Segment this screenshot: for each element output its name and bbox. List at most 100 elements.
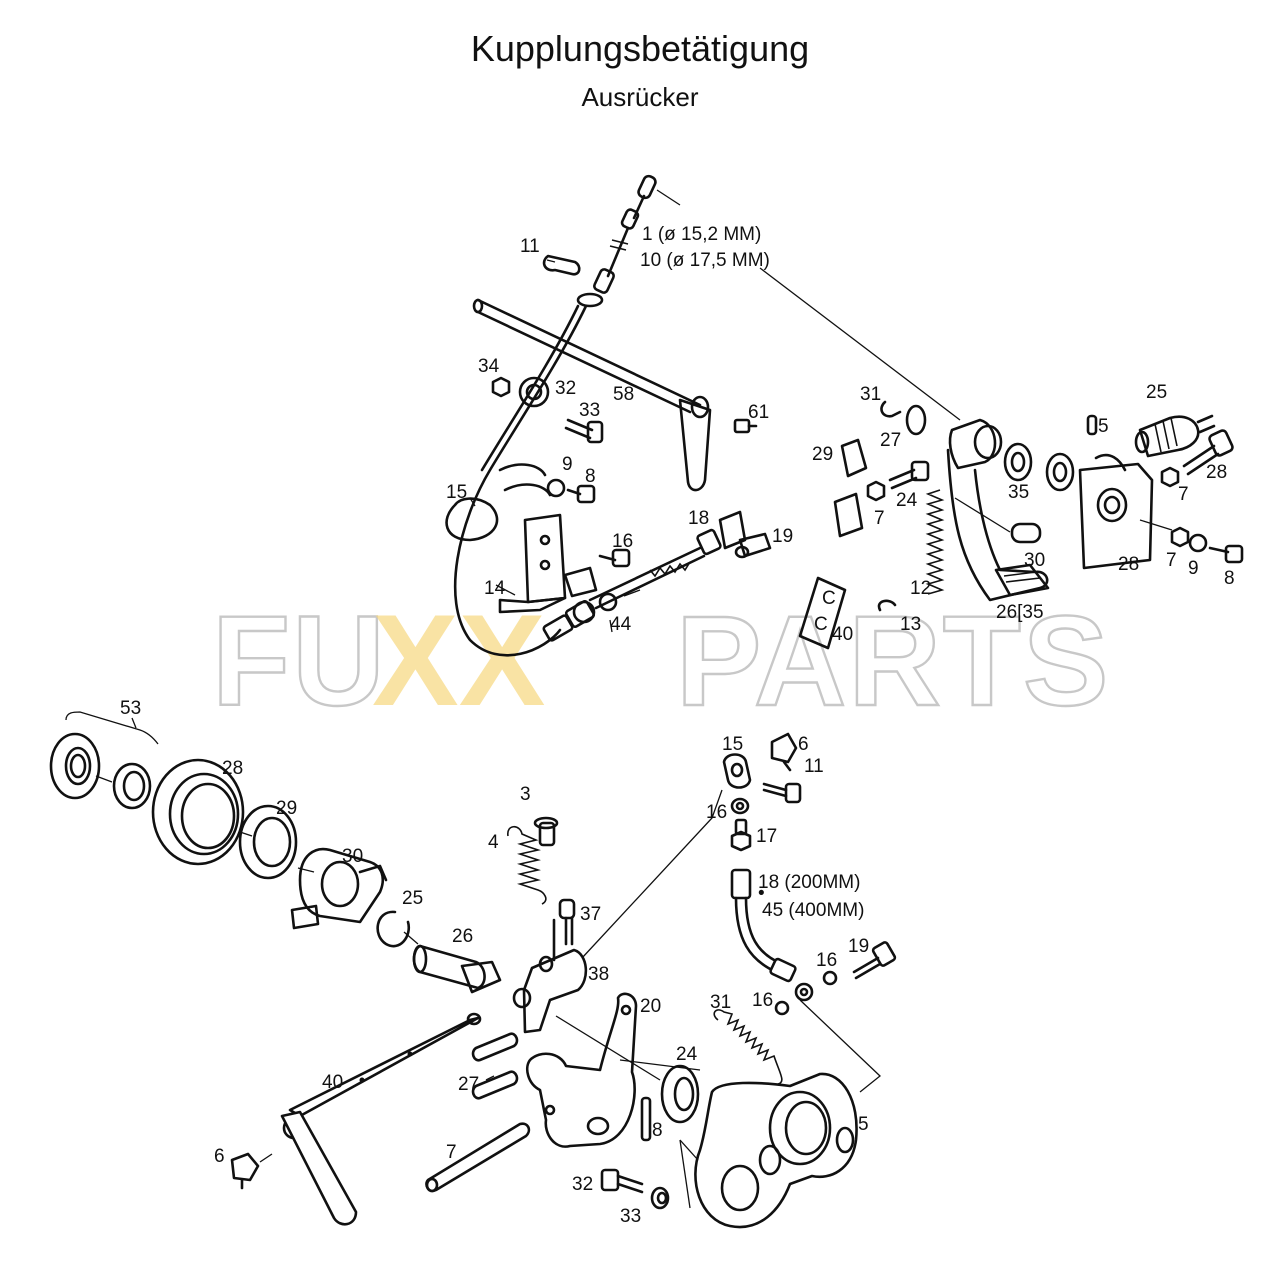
callout: 27 [880, 430, 901, 451]
callout: 19 [772, 526, 793, 547]
callout: 53 [120, 698, 141, 719]
adjuster-rod [572, 510, 772, 624]
callout: 9 [1188, 558, 1199, 579]
callout: 30 [342, 846, 363, 867]
callout: 14 [484, 578, 506, 599]
callout: 7 [1178, 484, 1189, 505]
callout: 17 [756, 826, 777, 847]
bolt-16 [598, 548, 631, 568]
housing-20 [526, 992, 638, 1148]
callout: 9 [562, 454, 573, 475]
watermark-fu: FU [212, 590, 387, 733]
brake-hose: • [730, 868, 814, 1002]
callout: 30 [1024, 550, 1045, 571]
callout: 32 [572, 1174, 593, 1195]
callout: 33 [620, 1206, 641, 1227]
rod-7 [425, 1122, 531, 1193]
callout: 29 [812, 444, 833, 465]
guide-tube-26 [403, 931, 502, 994]
slave-cylinder-5 [679, 1072, 858, 1229]
callout: 13 [900, 614, 921, 635]
group-bracket-53 [65, 711, 159, 745]
upper-callouts: 1 (ø 15,2 MM) 10 (ø 17,5 MM) 11 34 32 33… [446, 224, 1235, 645]
seal-53 [49, 732, 101, 800]
seal-24 [660, 1064, 700, 1124]
plate-mark-2: C [814, 614, 828, 635]
callout: 35 [1008, 482, 1029, 503]
callout: 8 [585, 466, 596, 487]
callout: 19 [848, 936, 869, 957]
grease-nipple-6 [230, 1152, 273, 1190]
callout: 11 [520, 236, 540, 257]
callout: 7 [1166, 550, 1177, 571]
clamp-bracket [491, 376, 604, 444]
release-fork-38 [512, 918, 588, 1034]
callout: 18 [688, 508, 709, 529]
washer-bolt [546, 478, 596, 504]
page-subtitle: Ausrücker [581, 82, 699, 112]
upper-assembly: C C 1 (ø 15,2 MM) 10 (ø 17,5 MM) 11 34 3… [445, 174, 1244, 657]
watermark-xx: XX [372, 587, 545, 733]
pins-27 [471, 1032, 519, 1100]
callout: 32 [555, 378, 576, 399]
spring-4 [507, 825, 547, 905]
callout: 28 [222, 758, 243, 779]
leader-lines-upper [469, 189, 961, 633]
banjo-fitting [722, 732, 802, 815]
callout: 27 [458, 1074, 479, 1095]
page-title: Kupplungsbetätigung [470, 28, 810, 69]
callout: 61 [748, 402, 769, 423]
callout: 24 [896, 490, 918, 511]
callout: 29 [276, 798, 297, 819]
callout: 12 [910, 578, 931, 599]
callout: 6 [798, 734, 809, 755]
plate-40: C C [798, 576, 847, 650]
fuxxparts-watermark: FU XX PARTS [211, 587, 1110, 734]
callout: 15 [722, 734, 743, 755]
callout: 8 [652, 1120, 663, 1141]
lower-callouts: 18 (200MM) 45 (400MM) 53 28 29 30 25 26 … [120, 698, 869, 1227]
callout: 31 [860, 384, 881, 405]
callout: 4 [488, 832, 499, 853]
bearing-28 [151, 758, 245, 866]
pin-8 [640, 1096, 652, 1142]
callout: 16 [816, 950, 837, 971]
circlip-25 [376, 910, 411, 948]
cross-shaft [472, 298, 758, 492]
callout: 34 [478, 356, 500, 377]
pedal-assembly [833, 400, 1244, 612]
callout: 25 [1146, 382, 1167, 403]
callout: 40 [832, 624, 853, 645]
callout: 24 [676, 1044, 698, 1065]
callout: 6 [214, 1146, 225, 1167]
pin-3 [533, 816, 559, 847]
ring-53 [95, 762, 152, 810]
callout: 25 [402, 888, 423, 909]
cable-label-17: 10 (ø 17,5 MM) [640, 250, 770, 271]
callout: 28 [1206, 462, 1227, 483]
callout: 28 [1118, 554, 1139, 575]
callout: 38 [588, 964, 609, 985]
callout: 31 [710, 992, 731, 1013]
callout: 20 [640, 996, 661, 1017]
callout: 26 [452, 926, 473, 947]
hose-label-400: 45 (400MM) [762, 900, 864, 921]
plate-mark-1: C [822, 588, 836, 609]
callout: 16 [612, 531, 633, 552]
hose-label-200: 18 (200MM) [758, 872, 860, 893]
callout: 11 [804, 756, 824, 777]
bearing-29 [238, 804, 298, 880]
callout: 5 [858, 1114, 869, 1135]
callout: 8 [1224, 568, 1235, 589]
leader-lines-lower [555, 789, 881, 1209]
callout: 16 [752, 990, 773, 1011]
callout: 15 [446, 482, 467, 503]
bullet-dot: • [758, 883, 765, 904]
callout: 5 [1098, 416, 1109, 437]
clutch-cable [445, 174, 657, 657]
callout: 7 [446, 1142, 457, 1163]
callout: 40 [322, 1072, 343, 1093]
callout: 37 [580, 904, 601, 925]
lower-assembly: • 18 (200MM) 45 (400MM) 53 28 29 30 25 [49, 698, 897, 1229]
